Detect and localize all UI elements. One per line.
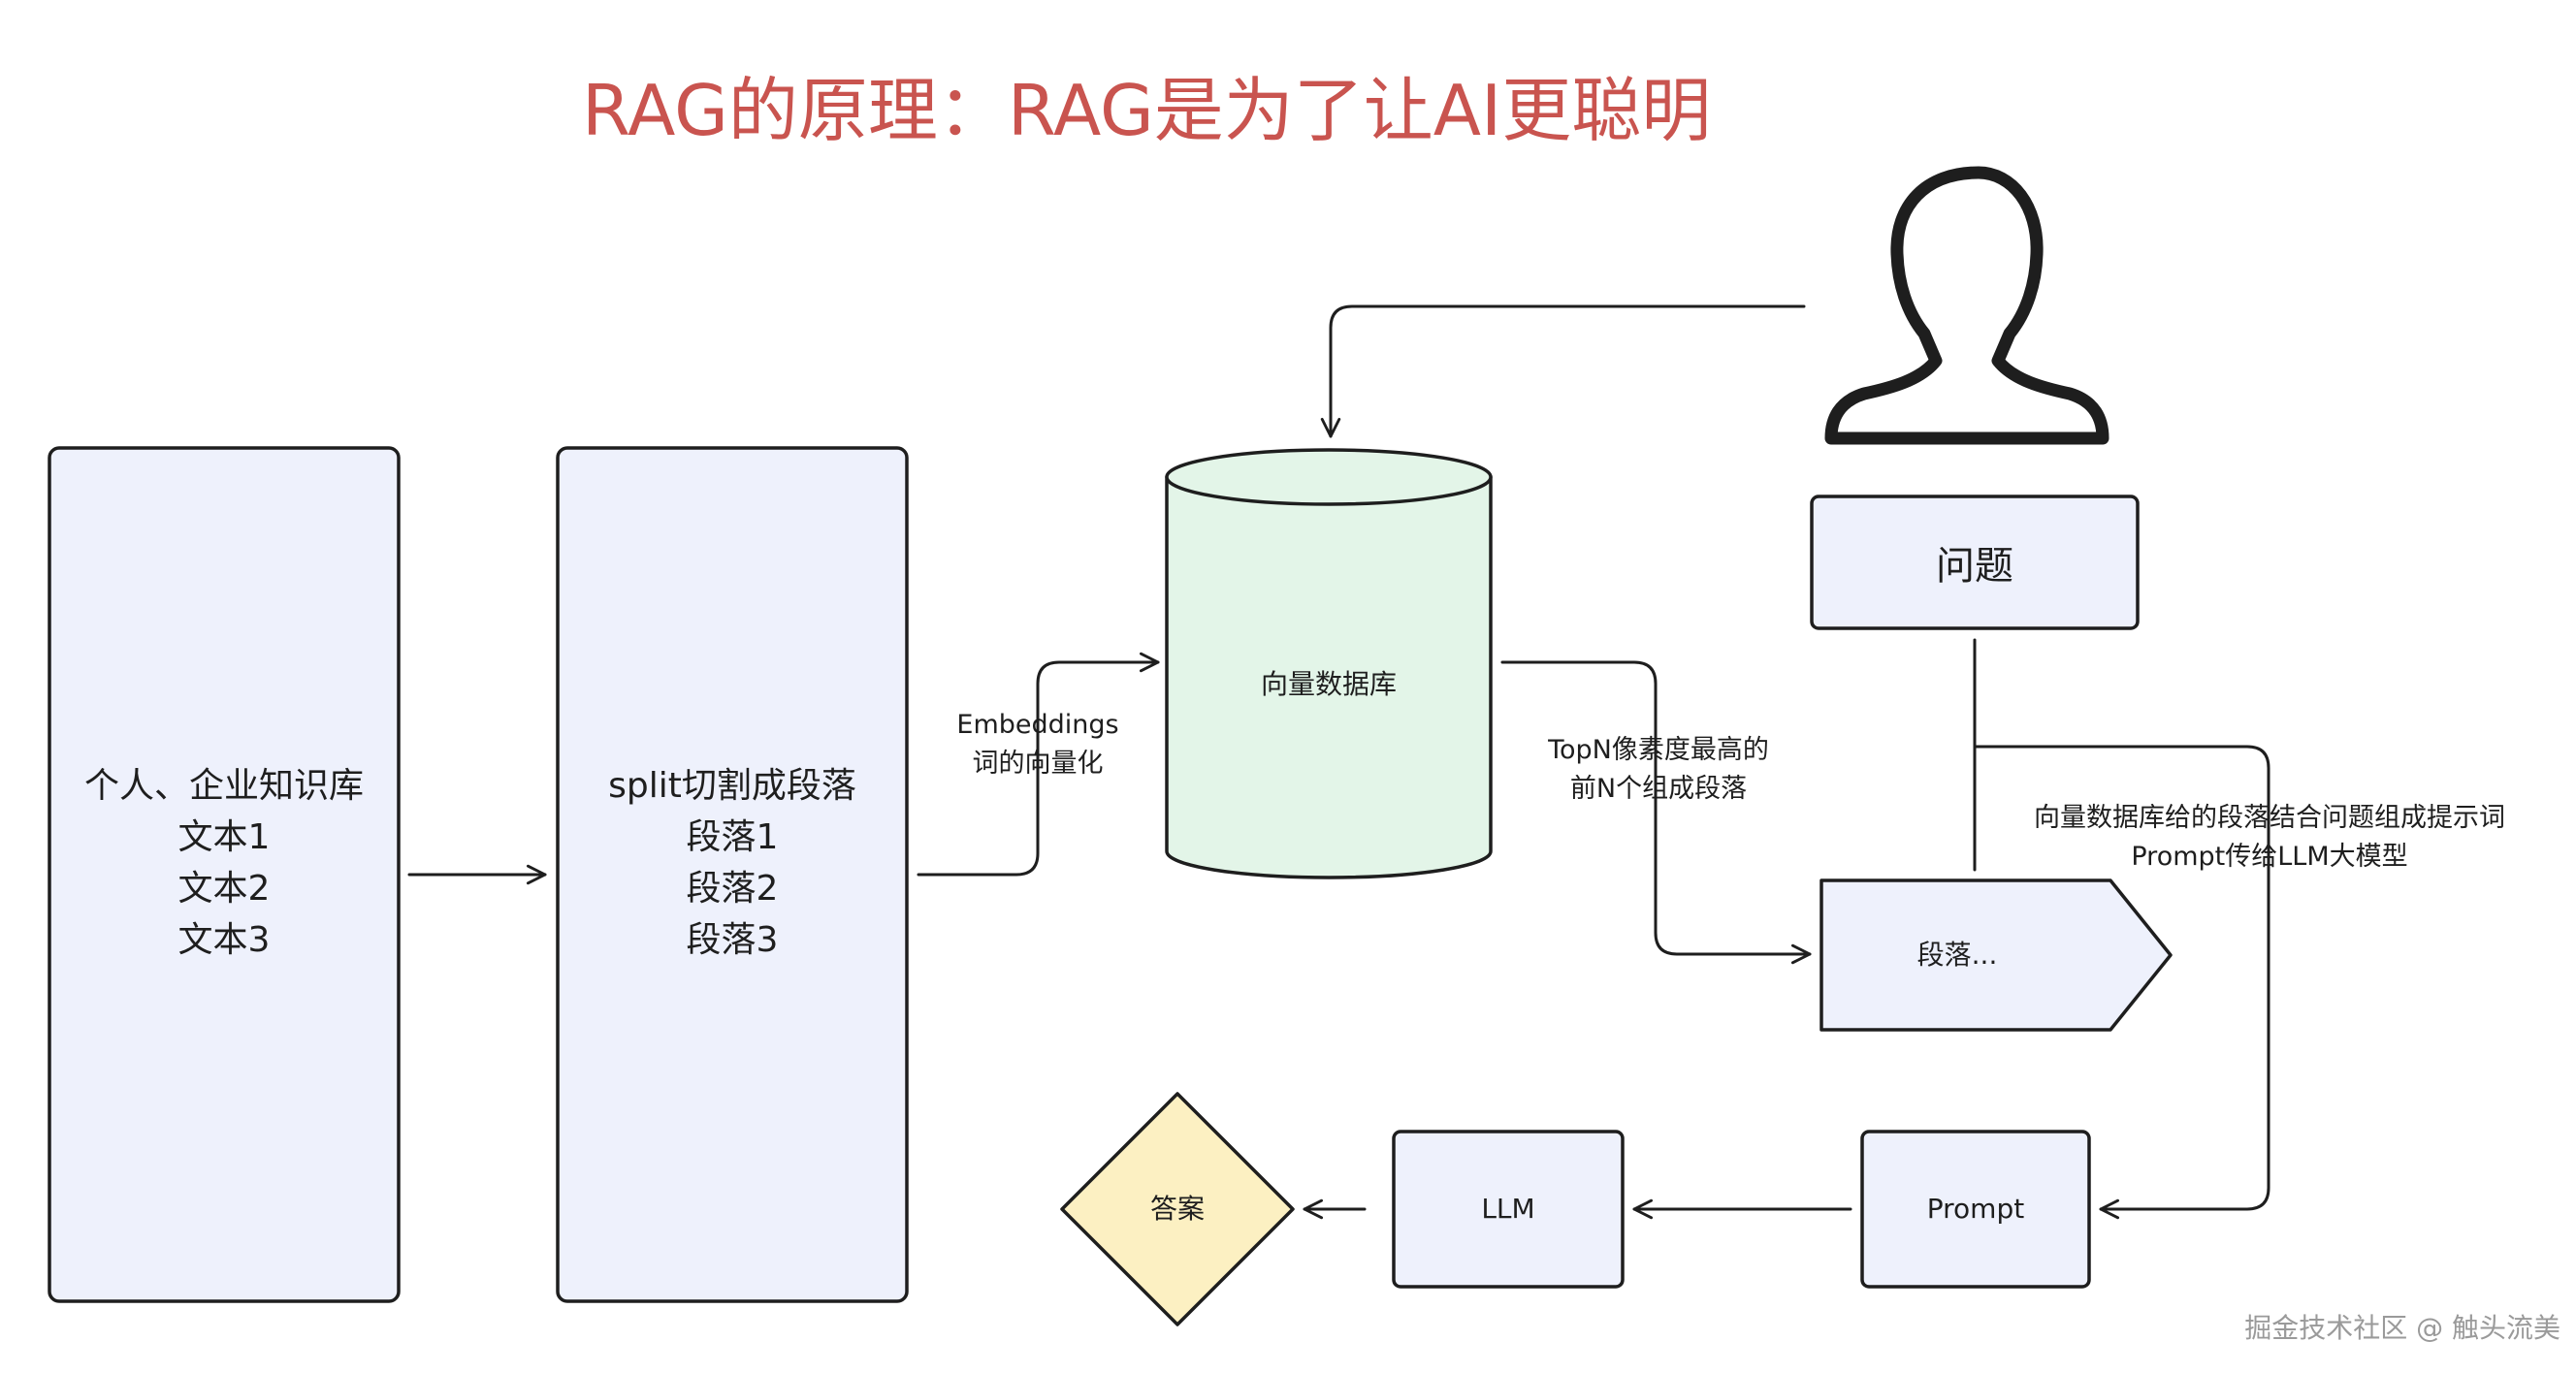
- split-line: 段落2: [686, 869, 779, 909]
- prompt-label: Prompt: [1926, 1193, 2025, 1225]
- arrow-db-to-paragraph: [1500, 660, 1812, 965]
- question-box: [1810, 495, 2140, 630]
- llm-box: [1392, 1130, 1625, 1289]
- split-line: split切割成段落: [608, 766, 856, 806]
- split-line: 段落3: [686, 920, 779, 960]
- arrow-combine-to-prompt: [1973, 745, 2270, 1220]
- paragraph-label: 段落...: [1916, 939, 1998, 971]
- vector-db-top: [1165, 448, 1493, 506]
- split-box: [556, 446, 909, 1303]
- embeddings-line: Embeddings: [956, 710, 1119, 740]
- combine-line: Prompt传给LLM大模型: [2131, 842, 2408, 872]
- llm-label: LLM: [1481, 1193, 1535, 1225]
- knowledge-base-label: 个人、企业知识库 文本1 文本2 文本3: [49, 756, 399, 970]
- knowledge-base-line: 文本1: [177, 817, 271, 857]
- page-title: RAG的原理：RAG是为了让AI更聪明: [582, 69, 1712, 151]
- prompt-box: [1860, 1130, 2091, 1289]
- topn-label: TopN像素度最高的 前N个组成段落: [1518, 729, 1799, 811]
- paragraph-polygon: [1819, 878, 2173, 1032]
- embeddings-label: Embeddings 词的向量化: [912, 704, 1164, 785]
- arrow-user-to-db: [1320, 304, 1806, 438]
- vector-db-cylinder: [1165, 475, 1493, 879]
- combine-line: 向量数据库给的段落结合问题组成提示词: [2034, 803, 2505, 833]
- watermark: 掘金技术社区 @ 触头流美: [2244, 1312, 2560, 1344]
- knowledge-base-box: [48, 446, 401, 1303]
- topn-line: 前N个组成段落: [1569, 774, 1748, 804]
- question-label: 问题: [1936, 544, 2013, 589]
- user-icon: [1824, 166, 2109, 445]
- knowledge-base-line: 个人、企业知识库: [83, 766, 364, 806]
- split-line: 段落1: [686, 817, 779, 857]
- combine-label: 向量数据库给的段落结合问题组成提示词 Prompt传给LLM大模型: [2008, 797, 2531, 878]
- answer-label: 答案: [1149, 1193, 1205, 1225]
- split-label: split切割成段落 段落1 段落2 段落3: [558, 756, 907, 970]
- answer-diamond: [1060, 1092, 1295, 1326]
- vector-db-label: 向量数据库: [1260, 668, 1397, 700]
- knowledge-base-line: 文本2: [177, 869, 271, 909]
- knowledge-base-line: 文本3: [177, 920, 271, 960]
- embeddings-line: 词的向量化: [972, 749, 1104, 779]
- topn-line: TopN像素度最高的: [1548, 735, 1769, 765]
- arrow-split-to-db: [917, 652, 1160, 877]
